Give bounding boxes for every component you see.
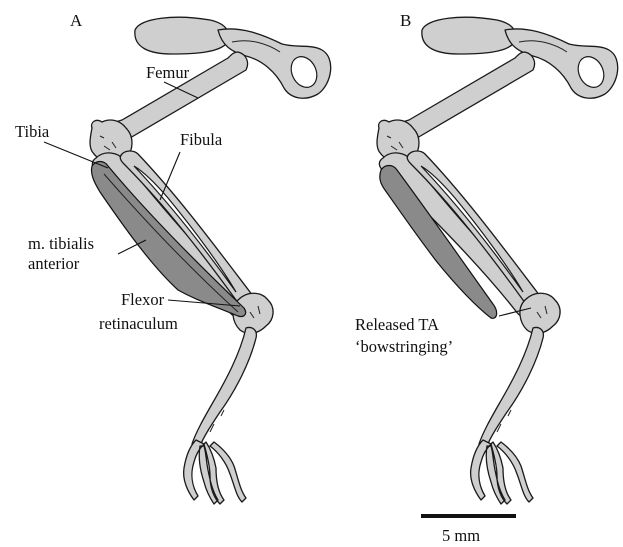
panel-b-letter: B <box>400 11 411 30</box>
scale-bar-label: 5 mm <box>442 526 480 545</box>
tibia-label: Tibia <box>15 122 50 141</box>
flexor-label-line2: retinaculum <box>99 314 178 333</box>
scale-bar: 5 mm <box>421 516 516 545</box>
released-label-line2: ‘bowstringing’ <box>355 337 453 356</box>
tibialis-anterior-muscle <box>91 162 245 317</box>
muscle-label-line1: m. tibialis <box>28 234 94 253</box>
released-label-line1: Released TA <box>355 315 439 334</box>
panel-a-letter: A <box>70 11 83 30</box>
panel-b: B <box>377 11 618 504</box>
fibula-label: Fibula <box>180 130 223 149</box>
flexor-label-line1: Flexor <box>121 290 165 309</box>
muscle-label-line2: anterior <box>28 254 80 273</box>
femur-label: Femur <box>146 63 190 82</box>
panel-a: A Femur Tibia Fibula m. tibialis anterio… <box>15 11 331 504</box>
